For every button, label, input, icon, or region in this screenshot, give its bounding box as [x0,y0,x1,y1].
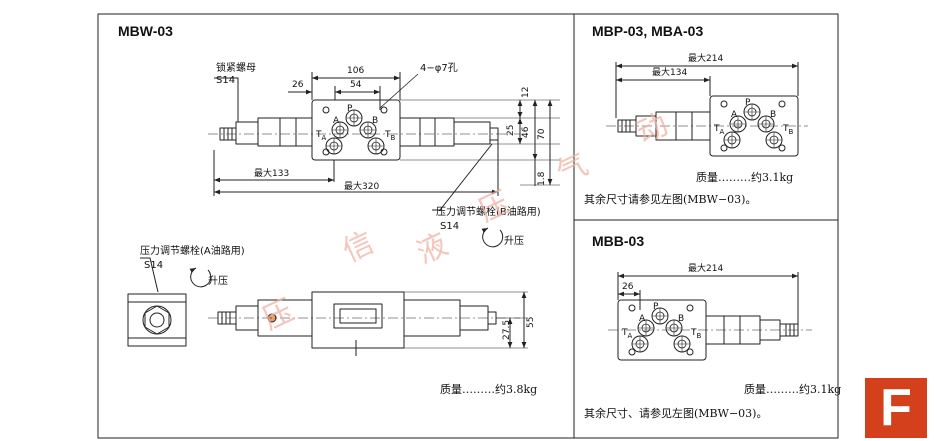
mbw-port-ta: TA [316,130,327,142]
holes-label: 4−φ7孔 [420,63,458,74]
mbp-port-tb: TB [783,124,794,136]
mbb-mass: 质量………约3.1kg [744,383,842,396]
section-badge: F [865,378,927,438]
mbb-port-ta: TA [622,328,633,340]
dim-max133: 最大133 [254,169,290,179]
mbb-dim-max214: 最大214 [688,264,724,274]
mbp-port-b: B [770,110,777,120]
mbp-port-ta: TA [714,124,725,136]
mbw-dimension-lines [140,72,560,293]
mbb-port-p: P [653,302,659,312]
dim-55: 55 [526,316,536,328]
mbp-front-view [606,62,808,157]
mbw-port-a: A [333,116,340,126]
mbp-port-p: P [745,98,751,108]
b-screw-label: 压力调节螺栓(B油路用) [436,207,541,218]
mbp-title: MBP-03, MBA-03 [592,23,704,39]
mbb-port-a: A [639,314,646,324]
mbp-port-a: A [731,110,738,120]
mbp-mass: 质量………约3.1kg [696,171,794,184]
dim-25: 25 [506,124,516,136]
a-screw-size: S14 [144,260,164,271]
locknut-size: S14 [216,75,236,86]
dim-12: 12 [521,86,531,98]
mbw-side-view [127,293,187,347]
mbw-port-p: P [347,104,353,114]
mbw-plan-view [208,291,528,356]
dim-70: 70 [537,128,547,140]
mbb-front-view [608,272,812,361]
mbw-title: MBW-03 [118,23,173,39]
mbp-dim-max134: 最大134 [652,68,688,78]
dim-27-5: 27.5 [502,319,512,340]
mbw-front-view [208,99,520,161]
mbw-port-tb: TB [385,130,396,142]
locknut-label: 锁紧螺母 [216,63,256,74]
mbb-port-tb: TB [691,328,702,340]
mbb-note: 其余尺寸、请参见左图(MBW−03)。 [584,407,768,420]
mbb-port-b: B [678,314,685,324]
mbw-mass: 质量………约3.8kg [440,383,538,396]
dim-106: 106 [347,66,365,76]
dim-26: 26 [292,80,304,90]
mbb-title: MBB-03 [592,233,645,249]
raise-arrow-b-icon [481,227,504,248]
sheet-frame [97,13,839,439]
a-screw-label: 压力调节螺栓(A油路用) [140,246,245,257]
dim-max320: 最大320 [344,182,380,192]
raise-arrow-a-icon [189,267,212,288]
dim-46: 46 [521,126,531,138]
mbb-dim-26: 26 [622,282,634,292]
mbw-port-b: B [372,116,379,126]
raise-label-a: 升压 [208,276,228,287]
b-screw-size: S14 [440,221,460,232]
mbp-dim-max214: 最大214 [688,54,724,64]
raise-label-b: 升压 [504,236,524,247]
dim-1-8: 1.8 [537,171,547,186]
dim-54: 54 [350,80,362,90]
mbp-note: 其余尺寸请参见左图(MBW−03)。 [584,193,757,206]
